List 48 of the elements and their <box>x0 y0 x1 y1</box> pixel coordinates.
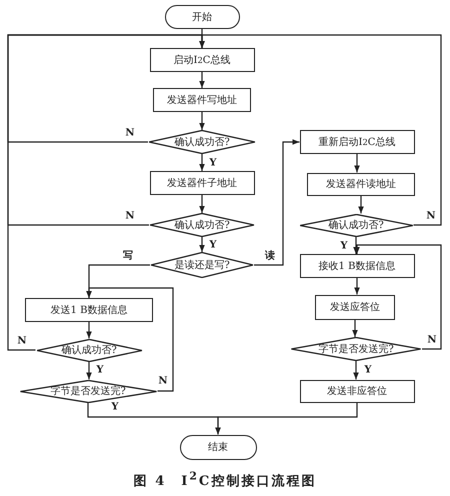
arrow <box>354 278 360 294</box>
process-box: 发送1 B数据信息 <box>25 298 153 322</box>
process-box: 接收1 B数据信息 <box>300 254 414 278</box>
figure-caption: 图 4 I$^{2}$C控制接口流程图 <box>134 474 316 490</box>
arrow <box>199 237 205 252</box>
decision-diamond: 是读还是写? <box>150 252 254 278</box>
arrow <box>199 112 205 130</box>
edge-label: 读 <box>264 250 276 262</box>
arrow <box>199 195 205 213</box>
edge-label: 写 <box>122 250 134 262</box>
process-box: 发送应答位 <box>315 294 395 320</box>
arrow <box>199 34 442 226</box>
arrow <box>86 362 92 380</box>
arrow <box>86 322 92 338</box>
arrow <box>354 154 360 172</box>
terminal-box: 结束 <box>180 434 256 460</box>
arrow <box>199 72 205 88</box>
edge-label: N <box>124 128 136 138</box>
edge-label: Y <box>208 158 218 168</box>
edge-label: Y <box>208 240 218 250</box>
arrow <box>215 402 358 434</box>
process-box: 发送非应答位 <box>300 380 414 402</box>
process-box: 发送器件写地址 <box>153 88 251 112</box>
decision-diamond: 确认成功否? <box>149 213 255 237</box>
edge-label: Y <box>95 364 105 376</box>
arrow <box>86 287 174 392</box>
decision-diamond: 确认成功否? <box>36 338 142 362</box>
edge-label: N <box>124 210 136 222</box>
edge-label: Y <box>110 402 120 412</box>
process-box: 发送器件读地址 <box>307 172 415 196</box>
edge-label: Y <box>339 240 349 252</box>
edge-label: Y <box>363 364 373 376</box>
decision-diamond: 字节是否发送完? <box>290 337 422 361</box>
edge-label: N <box>16 336 28 346</box>
decision-diamond: 确认成功否? <box>298 214 414 236</box>
arrow <box>353 236 359 254</box>
arrow <box>254 139 300 266</box>
edge-label: N <box>426 334 438 346</box>
arrow <box>354 244 442 350</box>
decision-diamond: 确认成功否? <box>148 130 256 154</box>
arrow <box>352 320 358 337</box>
arrow <box>353 361 359 380</box>
terminal-box: 开始 <box>164 5 240 29</box>
arrow <box>199 154 205 171</box>
edge-label: N <box>157 376 169 386</box>
arrow <box>358 196 364 214</box>
process-box: 发送器件子地址 <box>150 171 254 195</box>
edge-label: N <box>425 210 437 222</box>
